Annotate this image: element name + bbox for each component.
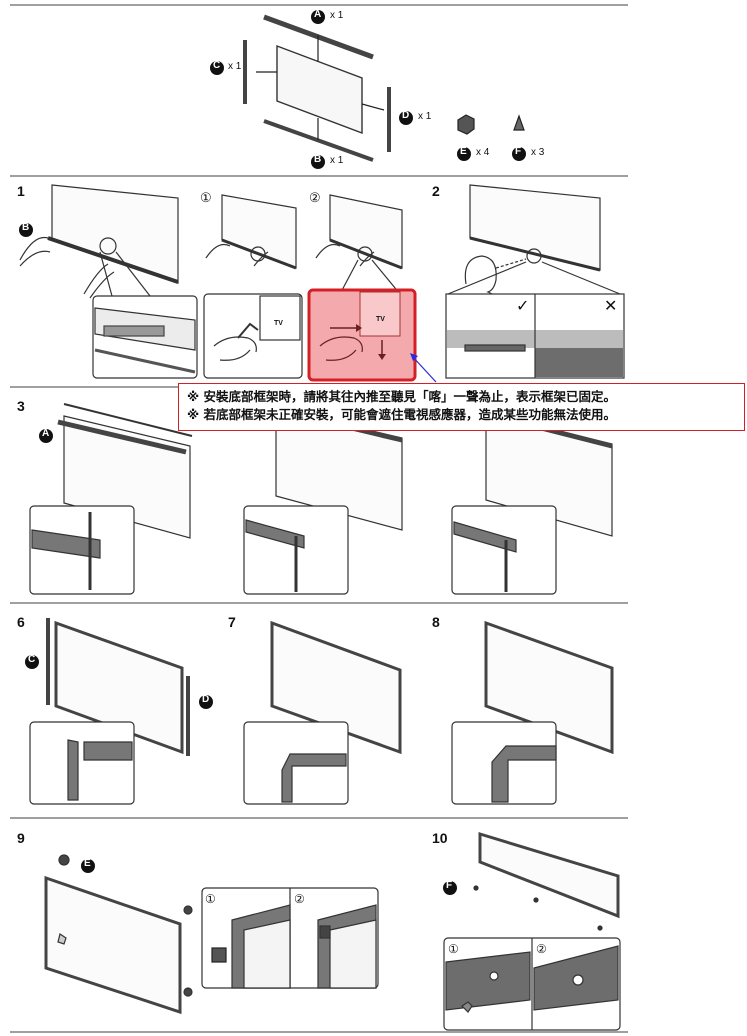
step1-part-b-letter: B	[22, 222, 30, 233]
step-1-diagram	[19, 184, 403, 379]
tv-label-substep-2: TV	[376, 316, 385, 323]
step-number-10: 10	[432, 830, 448, 846]
section-dividers	[10, 4, 628, 1033]
step-3-5-diagrams	[29, 403, 613, 595]
step10-substep-1-marker: ①	[448, 942, 459, 956]
step-number-2: 2	[432, 183, 440, 199]
part-d-badge-letter: D	[402, 110, 410, 121]
step3-part-a-letter: A	[42, 428, 50, 439]
step6-part-c-letter: C	[28, 654, 36, 665]
step-9-diagram	[44, 854, 379, 1015]
step6-part-d-letter: D	[202, 694, 210, 705]
part-badges	[19, 10, 526, 895]
part-a-qty: x 1	[330, 10, 344, 21]
step-number-1: 1	[17, 183, 25, 199]
part-c-badge-letter: C	[213, 60, 221, 71]
step-number-6: 6	[17, 614, 25, 630]
step-6-8-diagrams	[29, 618, 614, 805]
highlighted-detail	[307, 288, 417, 382]
part-b-qty: x 1	[330, 155, 344, 166]
part-d-qty: x 1	[418, 111, 432, 122]
note-line-2: ※ 若底部框架未正確安裝，可能會遮住電視感應器，造成某些功能無法使用。	[187, 407, 617, 422]
tv-label-substep-1: TV	[274, 320, 283, 327]
part-e-qty: x 4	[476, 147, 490, 158]
step-number-7: 7	[228, 614, 236, 630]
note-line-1: ※ 安裝底部框架時，請將其往內推至聽見「喀」一聲為止，表示框架已固定。	[187, 389, 617, 404]
part-a-badge-letter: A	[314, 9, 322, 20]
part-f-qty: x 3	[531, 147, 545, 158]
parts-overview	[243, 14, 525, 162]
correct-check-icon: ✓	[516, 298, 530, 315]
substep-1-marker: ①	[200, 190, 212, 205]
step-number-3: 3	[17, 398, 25, 414]
step9-substep-1-marker: ①	[205, 892, 216, 906]
installation-note-box: ※ 安裝底部框架時，請將其往內推至聽見「喀」一聲為止，表示框架已固定。 ※ 若底…	[178, 383, 745, 431]
step-number-9: 9	[17, 830, 25, 846]
part-e-badge-letter: E	[460, 146, 467, 157]
step10-substep-2-marker: ②	[536, 942, 547, 956]
part-f-badge-letter: F	[515, 146, 522, 157]
substep-2-marker: ②	[309, 190, 321, 205]
step-10-diagram	[443, 831, 621, 1031]
step10-part-f-letter: F	[446, 880, 453, 891]
step9-substep-2-marker: ②	[294, 892, 305, 906]
step-number-8: 8	[432, 614, 440, 630]
step9-part-e-letter: E	[84, 858, 91, 869]
part-b-badge-letter: B	[314, 154, 322, 165]
step-2-diagram	[445, 184, 625, 379]
pointer-arrow	[410, 353, 437, 383]
part-c-qty: x 1	[228, 61, 242, 72]
incorrect-cross-icon: ✕	[604, 298, 618, 315]
